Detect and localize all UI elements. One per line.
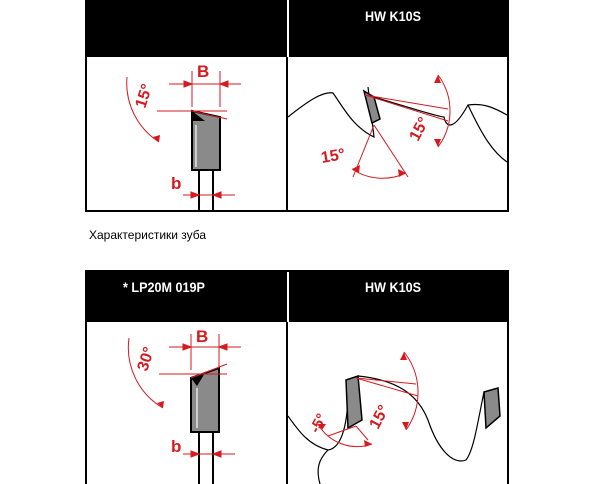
top-clearance-angle-label: 15° <box>407 115 433 144</box>
bottom-right-header-label: HW K10S <box>365 279 422 295</box>
bottom-rake-angle-label: -5° <box>307 411 331 436</box>
bottom-panel-header: * LP20M 019P HW K10S <box>87 272 507 322</box>
top-tooth-tip <box>362 89 381 125</box>
top-rake-angle-label: 15° <box>320 146 347 167</box>
bottom-header-divider <box>287 272 289 322</box>
bottom-blade-profile-diagram: 15° -5° <box>287 351 501 484</box>
bottom-cell-divider <box>286 322 288 484</box>
bottom-clearance-angle-label: 15° <box>367 403 393 432</box>
bottom-bevel-angle-label: 30° <box>135 345 159 373</box>
top-bevel-angle-label: 15° <box>133 82 157 110</box>
bottom-tooth-tip-right <box>483 387 501 430</box>
top-cell-divider <box>286 57 288 210</box>
top-header-divider <box>287 0 289 57</box>
top-tooth-width-diagram: B 15° b <box>126 62 241 212</box>
bottom-tooth-width-diagram: B 30° b <box>127 327 241 484</box>
top-width-label: B <box>197 62 209 81</box>
top-panel-header: HW K10S <box>87 0 507 57</box>
bottom-width-label: B <box>196 327 208 346</box>
bottom-left-header-label: * LP20M 019P <box>123 279 205 295</box>
top-blade-profile-diagram: 15° 15° <box>287 74 508 179</box>
top-right-header-label: HW K10S <box>365 8 422 24</box>
bottom-tooth-tip-left <box>345 374 363 430</box>
bottom-tooth-panel: * LP20M 019P HW K10S <box>85 270 509 484</box>
bottom-kerf-label: b <box>171 437 181 456</box>
top-kerf-label: b <box>171 174 181 193</box>
tooth-characteristics-caption: Характеристики зуба <box>89 228 207 242</box>
top-tooth-panel: HW K10S <box>85 0 509 212</box>
